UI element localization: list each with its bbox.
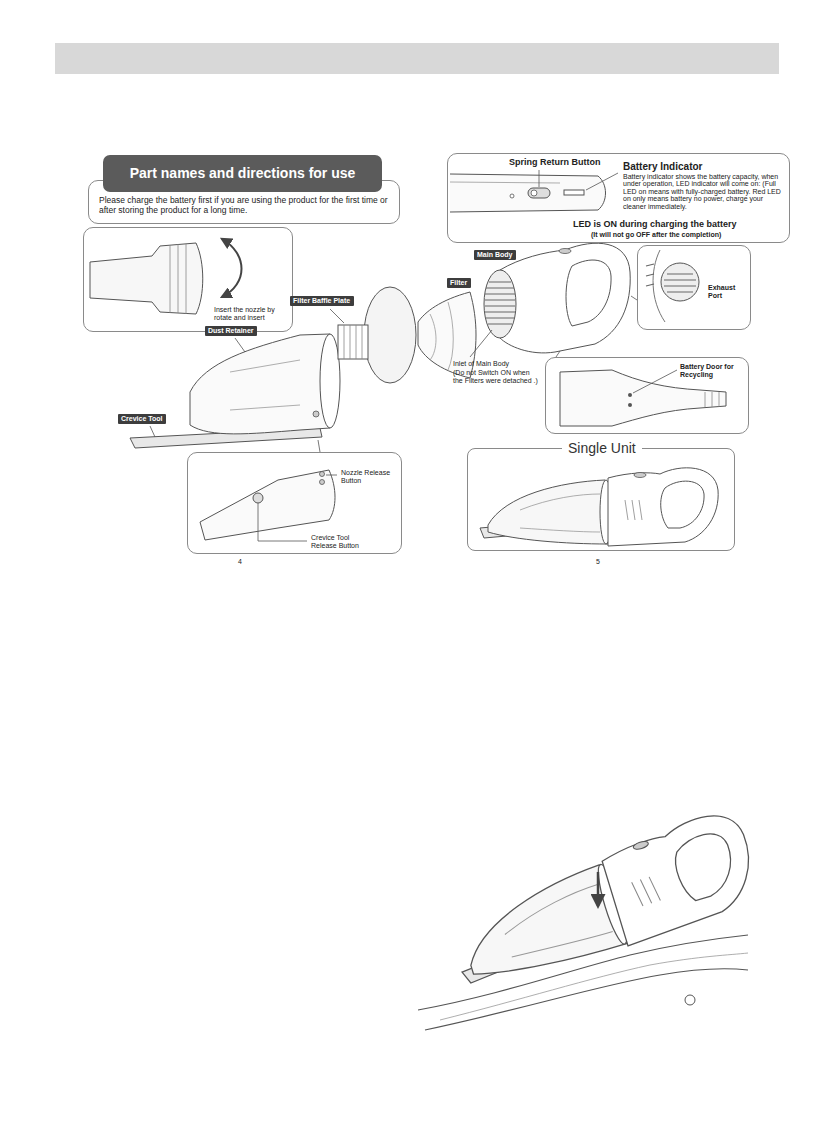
- inset-panel: Nozzle Release ButtonCrevice Tool Releas…: [187, 452, 402, 554]
- part-label: Battery indicator shows the battery capa…: [623, 173, 785, 210]
- inset-panel: Insert the nozzle by rotate and insert: [83, 227, 293, 332]
- part-tag: Filter: [447, 278, 471, 288]
- switch-button: [559, 249, 571, 254]
- part-label: Battery Indicator: [623, 161, 702, 173]
- release-button: [320, 480, 325, 485]
- inset-panel: Spring Return Button Battery IndicatorBat…: [447, 153, 790, 243]
- part-tag: Crevice Tool: [118, 414, 166, 424]
- inset-panel: Battery Door for Recycling: [545, 357, 749, 434]
- battery-door-screw: [628, 393, 632, 397]
- vent-marks: [646, 264, 654, 286]
- part-name: Dust Retainer: [205, 326, 257, 336]
- grip-ribs: [705, 392, 719, 407]
- dust-retainer-rim: [320, 334, 340, 428]
- body-top-view: [450, 174, 606, 212]
- part-tag: Main Body: [474, 250, 516, 260]
- leader-line: [235, 338, 245, 352]
- part-name: Filter: [447, 278, 471, 288]
- release-button: [320, 472, 325, 477]
- crevice-release-button: [253, 493, 263, 503]
- header-bar: [55, 43, 779, 74]
- leader-line: [318, 440, 320, 452]
- inlet-grille: [485, 282, 515, 324]
- baffle-plate-disc: [364, 287, 416, 383]
- release-button: [313, 411, 319, 417]
- dust-retainer-shape: [190, 334, 330, 434]
- leader-line: [326, 475, 337, 476]
- spring-button: [528, 188, 550, 198]
- body-detail: [450, 182, 560, 183]
- instruction-text: Insert the nozzle by rotate and insert: [214, 306, 288, 322]
- insert-arrow: [597, 872, 600, 906]
- stick-knob: [685, 995, 695, 1005]
- handle-hole: [566, 260, 611, 326]
- exhaust-port-shape: [661, 263, 699, 301]
- leader-line: [633, 370, 677, 393]
- nozzle-closeup: [90, 243, 203, 314]
- rotate-arrow: [222, 239, 242, 297]
- section-banner: Part names and directions for use: [103, 155, 382, 192]
- part-label: Inlet of Main Body: [453, 360, 543, 368]
- indicator-bar: [564, 190, 584, 195]
- dust-retainer-detail: [230, 360, 300, 410]
- part-tag: Filter Baffle Plate: [290, 296, 354, 306]
- leader-line: [470, 330, 492, 357]
- part-label: Exhaust Port: [708, 284, 746, 300]
- page-number: 5: [596, 558, 600, 566]
- leader-line: [330, 309, 344, 323]
- part-name: Filter Baffle Plate: [290, 296, 354, 306]
- assembled-vacuum: [480, 468, 718, 546]
- part-label: Nozzle Release Button: [341, 469, 397, 485]
- filter-detail: [430, 302, 453, 370]
- box-heading: Single Unit: [562, 440, 642, 456]
- heading-text: Part names and directions for use: [130, 165, 356, 182]
- page-number: 4: [238, 558, 242, 566]
- exhaust-slits: [664, 274, 696, 292]
- note-text: Please charge the battery first if you a…: [99, 195, 395, 215]
- nozzle-bottom-view: [200, 470, 335, 540]
- small-dot: [510, 194, 514, 198]
- spring-button-knob: [531, 190, 537, 196]
- baffle-cylinder: [338, 325, 368, 359]
- inlet-ellipse: [484, 270, 516, 338]
- nozzle-ribs: [170, 244, 186, 314]
- part-label: Spring Return Button: [509, 157, 601, 168]
- main-body-shape: [500, 243, 630, 353]
- part-label: Battery Door for Recycling: [680, 363, 744, 379]
- part-label: Crevice Tool Release Button: [311, 534, 369, 550]
- part-label: LED is ON during charging the battery: [573, 219, 737, 230]
- leader-line: [150, 426, 155, 437]
- part-name: Main Body: [474, 250, 516, 260]
- vacuum-docking: [439, 807, 765, 995]
- part-label: (It will not go OFF after the completion…: [591, 231, 721, 239]
- battery-door-screw: [628, 403, 632, 407]
- leader-line: [258, 503, 307, 541]
- part-name: Crevice Tool: [118, 414, 166, 424]
- leader-line: [539, 170, 540, 187]
- pleat-lines: [344, 325, 362, 359]
- inset-panel: Exhaust Port: [637, 245, 751, 330]
- single-unit-box: Single Unit: [467, 448, 735, 551]
- body-bottom-view: [560, 370, 726, 426]
- leader-line: [586, 173, 618, 190]
- note-text: (Do not Switch ON when the Filters were …: [453, 369, 541, 385]
- part-tag: Dust Retainer: [205, 326, 257, 336]
